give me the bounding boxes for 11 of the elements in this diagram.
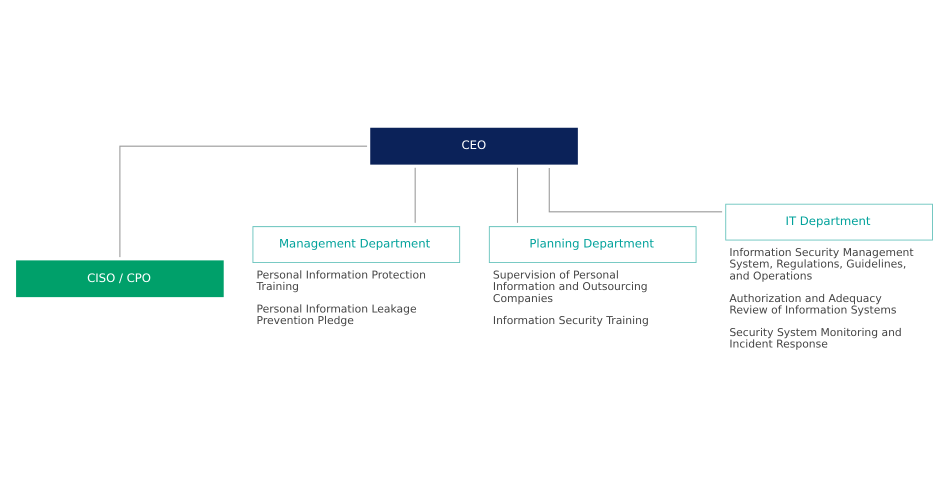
connector: [119, 146, 368, 258]
node-label: Information Security Training: [492, 314, 649, 328]
node-label: Personal Information Leakage Prevention Pledge: [256, 302, 417, 328]
node-label: Information Security Management System, Regulations, Guidelines, and Operations: [729, 246, 914, 282]
node-label: Security System Monitoring and Incident Response: [729, 326, 902, 351]
connector: [548, 168, 722, 212]
node-label: Authorization and Adequacy Review of Information Systems: [729, 292, 896, 316]
connector: [414, 168, 416, 223]
node-label: Personal Information Protection Training: [256, 268, 426, 294]
connector: [516, 168, 518, 223]
node-label: Supervision of Personal Information and Outsourcing Companies: [492, 268, 648, 305]
